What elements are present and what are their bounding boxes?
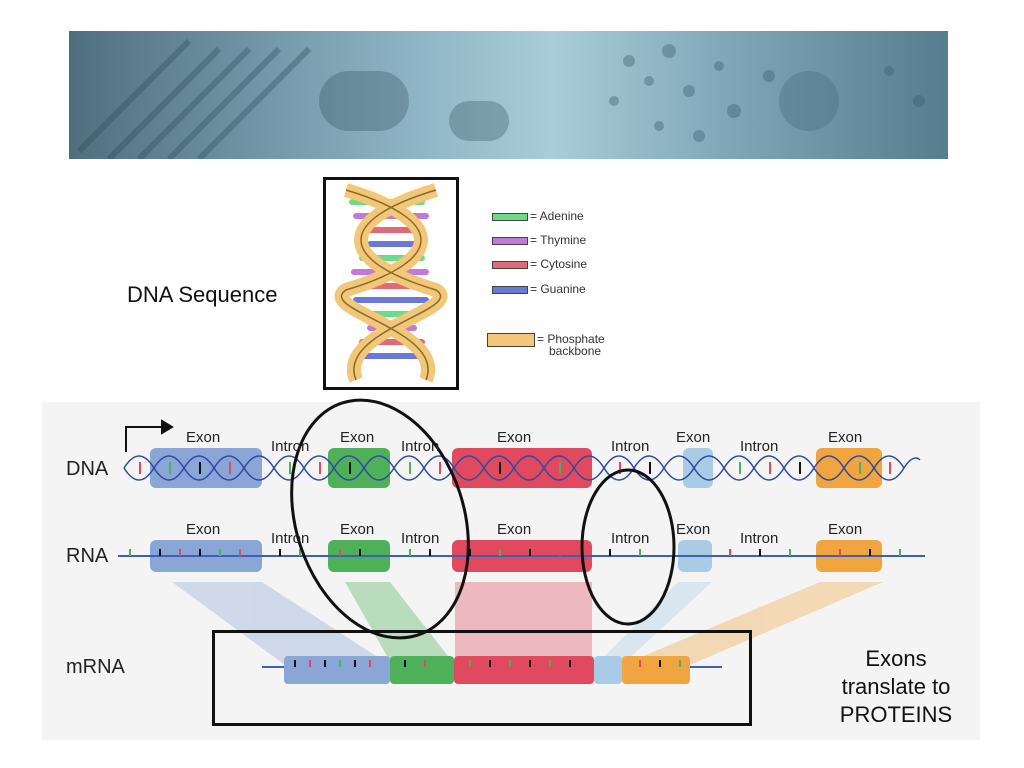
legend-backbone-line2: backbone: [549, 344, 602, 358]
rna-base-ticks: [129, 549, 901, 556]
row-label-mrna: mRNA: [66, 656, 125, 678]
guanine-swatch: [492, 285, 528, 294]
dna-intron-label: Intron: [740, 438, 779, 455]
rna-exon-label: Exon: [340, 521, 375, 538]
rna-intron-label: Intron: [401, 530, 440, 547]
note-line-1: Exons: [865, 646, 927, 671]
exons-translate-note: Exons translate to PROTEINS: [828, 645, 964, 729]
dna-exon-label: Exon: [497, 429, 532, 446]
cytosine-swatch: [492, 260, 528, 269]
highlight-ellipse-exon-intron: [290, 398, 470, 640]
dna-exon-label: Exon: [676, 429, 711, 446]
legend-guanine-label: = Guanine: [530, 282, 586, 296]
legend-backbone-line1: = Phosphate: [537, 332, 605, 346]
row-label-rna: RNA: [66, 545, 109, 567]
backbone-swatch: [487, 333, 535, 347]
header-banner-image: [69, 31, 948, 159]
rna-intron-label: Intron: [740, 530, 779, 547]
transcription-start-arrow: [125, 419, 174, 452]
note-line-2: translate to: [841, 674, 951, 699]
dna-sequence-label: DNA Sequence: [127, 282, 278, 307]
dna-exon-label: Exon: [340, 429, 375, 446]
rna-exon-label: Exon: [828, 521, 863, 538]
highlight-ellipse-intron: [580, 468, 676, 626]
mrna-base-ticks: [294, 660, 681, 667]
legend-cytosine: = Cytosine: [492, 257, 587, 271]
adenine-swatch: [492, 212, 528, 221]
row-label-dna: DNA: [66, 458, 109, 480]
dna-intron-label: Intron: [401, 438, 440, 455]
dna-helix-figure: [323, 177, 459, 390]
dna-intron-label: Intron: [611, 438, 650, 455]
dna-strands: [123, 455, 921, 481]
rna-exon-label: Exon: [676, 521, 711, 538]
thymine-swatch: [492, 236, 528, 245]
legend-adenine-label: = Adenine: [530, 209, 584, 223]
note-line-3: PROTEINS: [839, 702, 953, 727]
mrna-highlight-box: [212, 630, 752, 726]
exon-mapping-ribbons: [172, 582, 883, 665]
dna-exon-label: Exon: [828, 429, 863, 446]
rna-exon-label: Exon: [186, 521, 221, 538]
dna-base-ticks: [139, 462, 891, 474]
rna-intron-label: Intron: [271, 530, 310, 547]
dna-exon-label: Exon: [186, 429, 221, 446]
legend-adenine: = Adenine: [492, 209, 584, 223]
legend-guanine: = Guanine: [492, 282, 586, 296]
dna-intron-label: Intron: [271, 438, 310, 455]
rna-exon-label: Exon: [497, 521, 532, 538]
rna-intron-label: Intron: [611, 530, 650, 547]
legend-thymine: = Thymine: [492, 233, 586, 247]
legend-thymine-label: = Thymine: [530, 233, 587, 247]
legend-cytosine-label: = Cytosine: [530, 257, 588, 271]
